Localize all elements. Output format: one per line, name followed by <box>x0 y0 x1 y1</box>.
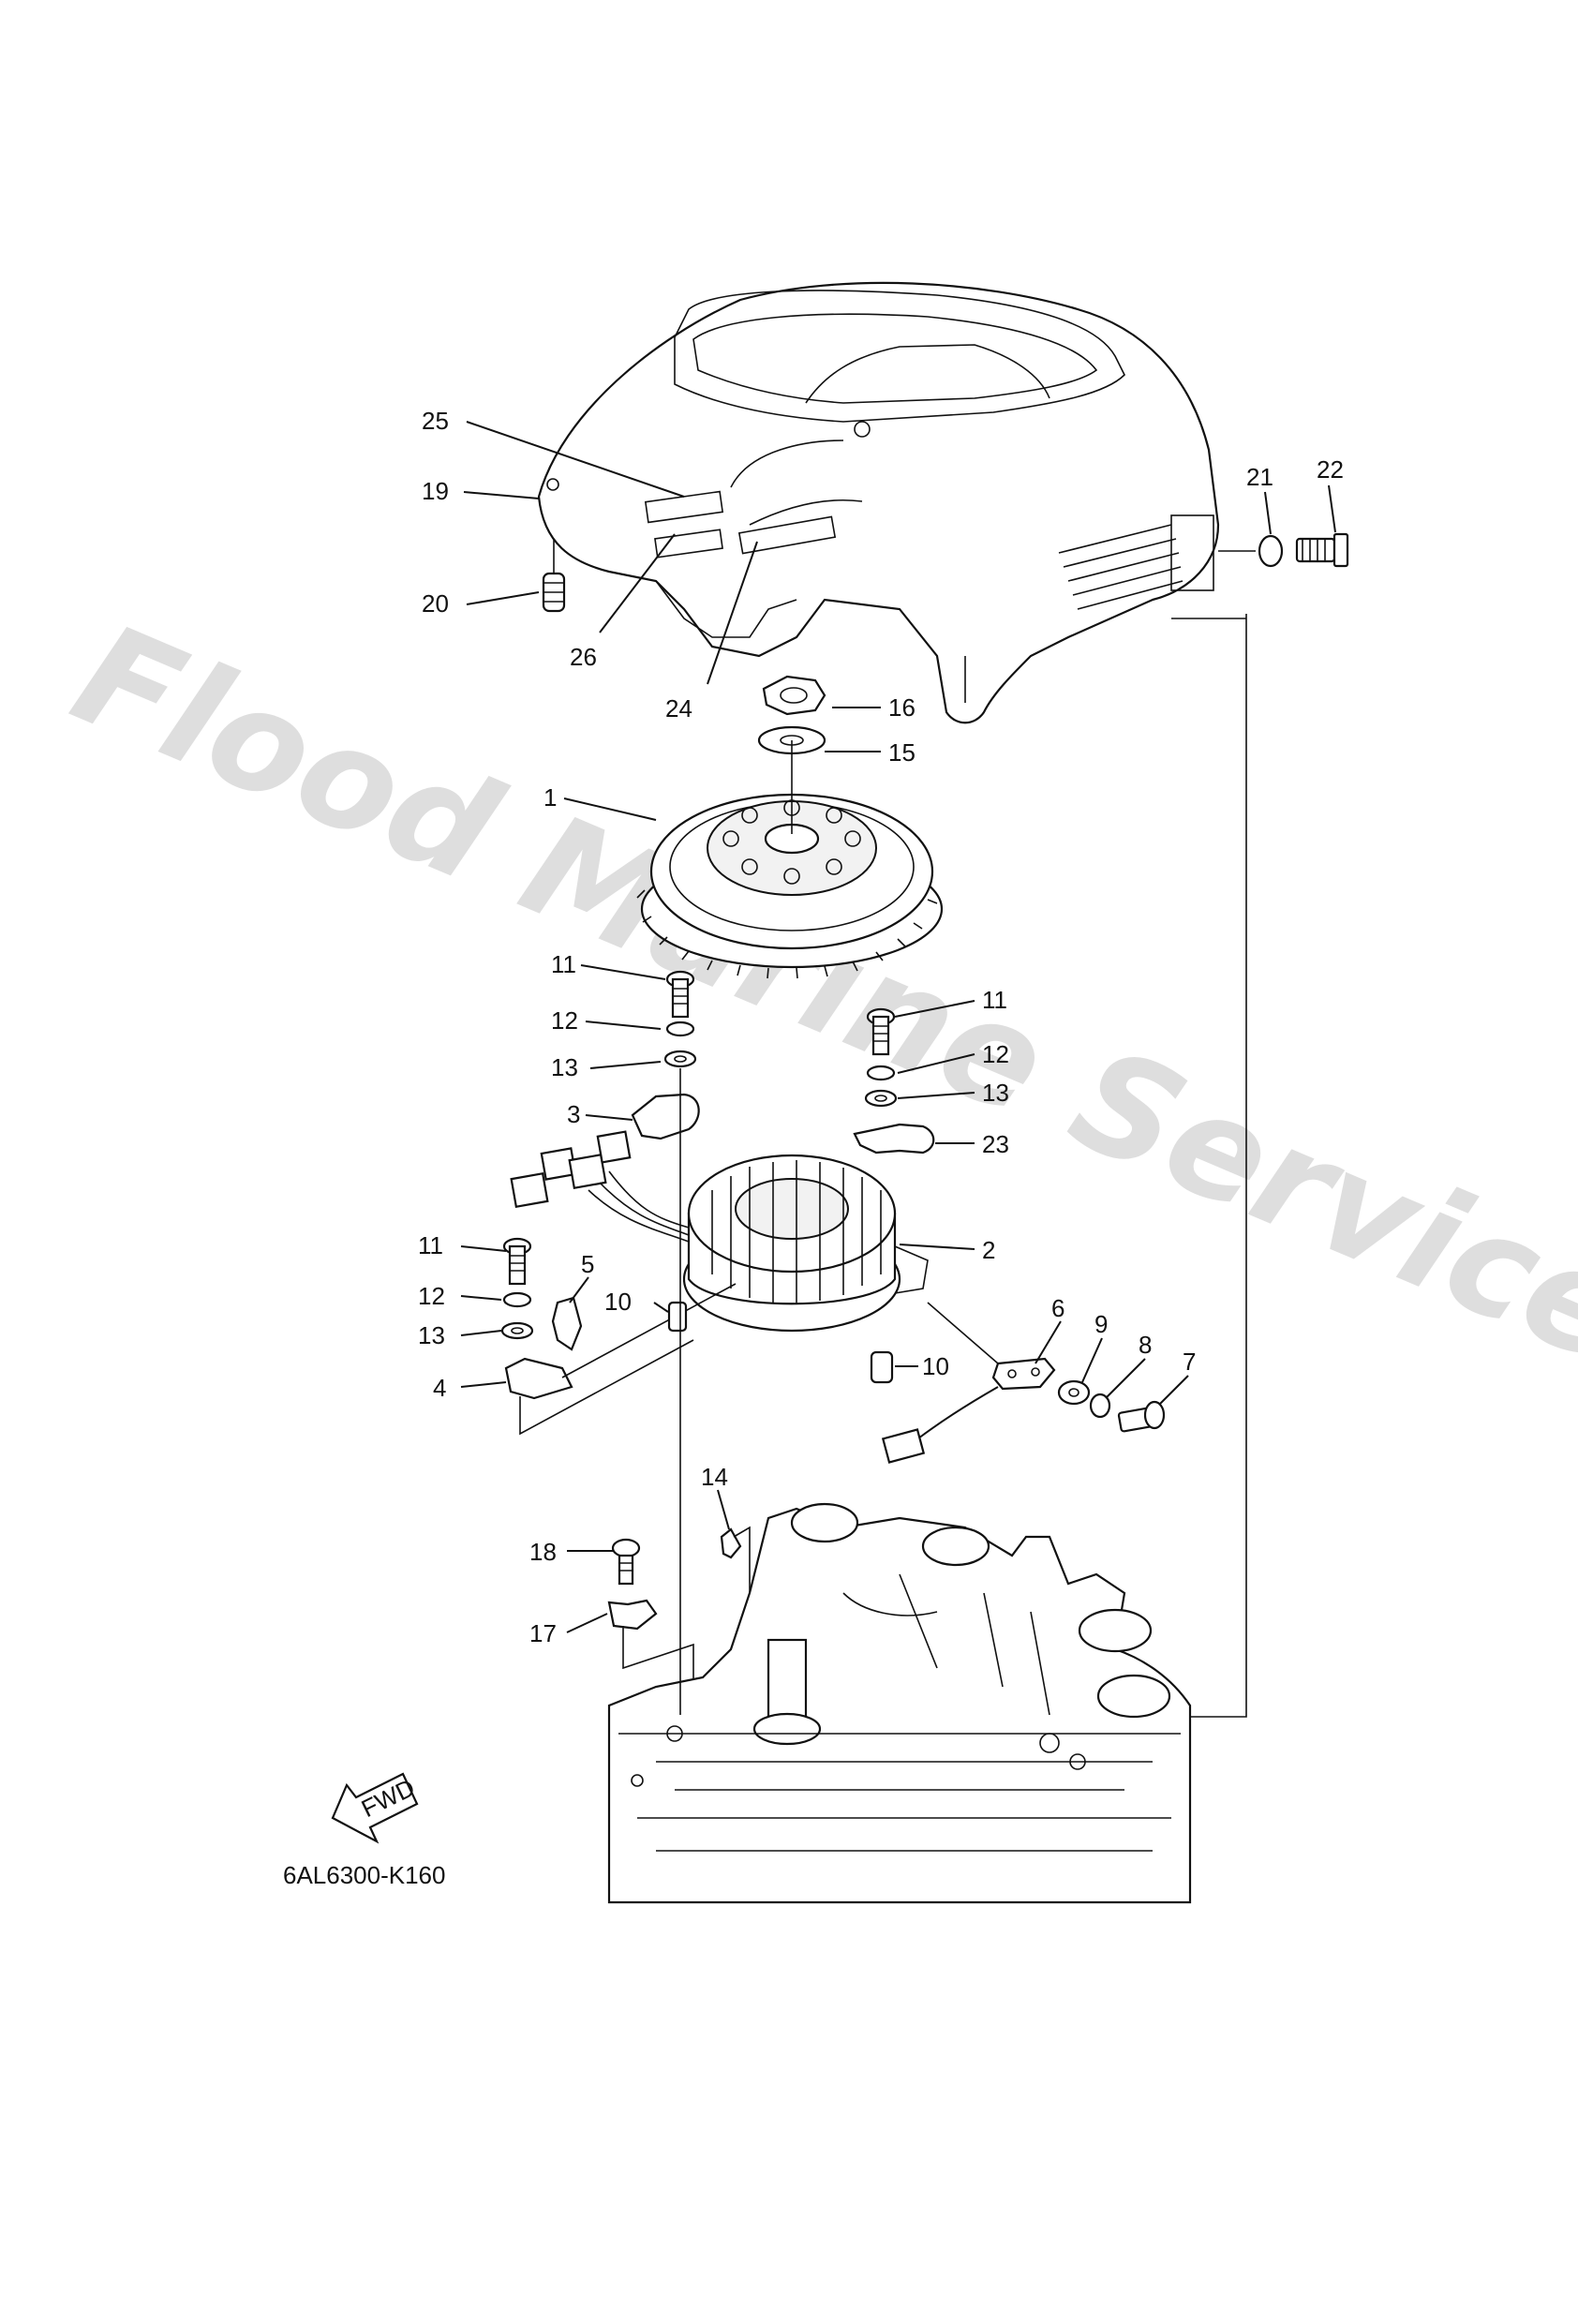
callout-22: 22 <box>1317 455 1344 484</box>
callout-13-right: 13 <box>982 1079 1009 1107</box>
grommet-drawing <box>542 539 566 613</box>
bolt-stack-left-drawing <box>500 1237 737 1436</box>
callout-10-left: 10 <box>604 1288 632 1316</box>
callout-15: 15 <box>888 738 916 767</box>
flywheel-drawing <box>636 740 944 979</box>
callout-5: 5 <box>581 1250 594 1278</box>
callout-24: 24 <box>665 694 692 723</box>
callout-21: 21 <box>1246 463 1273 491</box>
harness-drawing <box>510 1130 690 1243</box>
callout-12-left: 12 <box>418 1282 445 1310</box>
callout-25: 25 <box>422 407 449 435</box>
callout-11-right: 11 <box>982 986 1007 1014</box>
callout-14: 14 <box>701 1463 728 1491</box>
callout-4: 4 <box>433 1374 446 1402</box>
clamp-drawing <box>631 1093 700 1140</box>
callout-2: 2 <box>982 1236 995 1264</box>
callout-19: 19 <box>422 477 449 505</box>
callout-23: 23 <box>982 1130 1009 1158</box>
callout-13-left: 13 <box>418 1321 445 1349</box>
dowel-pin-right-drawing <box>870 1350 894 1384</box>
callout-12-right: 12 <box>982 1040 1009 1068</box>
callout-13-top: 13 <box>551 1053 578 1081</box>
clamp-right-drawing <box>853 1123 935 1155</box>
callout-1: 1 <box>543 783 557 812</box>
callout-20: 20 <box>422 589 449 618</box>
callout-26: 26 <box>570 643 597 671</box>
callout-3: 3 <box>567 1100 580 1128</box>
drawing-code: 6AL6300-K160 <box>283 1861 445 1889</box>
collar-bolt-drawing <box>1218 532 1349 568</box>
callout-18: 18 <box>529 1538 557 1566</box>
callout-11-top: 11 <box>551 950 576 978</box>
bolt-stack-top-drawing <box>663 970 697 1068</box>
fwd-arrow: FWD <box>331 1772 419 1844</box>
flywheel-cover-drawing <box>537 281 1220 724</box>
callout-6: 6 <box>1051 1294 1064 1322</box>
callout-8: 8 <box>1139 1331 1152 1359</box>
callout-leaders <box>460 421 1336 1633</box>
callout-12-top: 12 <box>551 1006 578 1035</box>
callout-7: 7 <box>1183 1348 1196 1376</box>
pulser-coil-drawing <box>881 1302 1166 1464</box>
callout-17: 17 <box>529 1619 557 1647</box>
callout-16: 16 <box>888 693 916 722</box>
engine-block-drawing <box>607 614 1247 1904</box>
callout-9: 9 <box>1094 1310 1108 1338</box>
callout-11-left: 11 <box>418 1231 443 1259</box>
key-bracket-drawing <box>607 1526 751 1687</box>
callout-labels: 25 19 20 26 24 16 15 1 21 22 11 12 13 3 … <box>418 407 1344 1647</box>
bolt-stack-right-drawing <box>864 1007 898 1108</box>
stator-drawing <box>682 1154 929 1333</box>
dowel-pin-left-drawing <box>667 1301 688 1333</box>
callout-10-right: 10 <box>922 1352 949 1380</box>
